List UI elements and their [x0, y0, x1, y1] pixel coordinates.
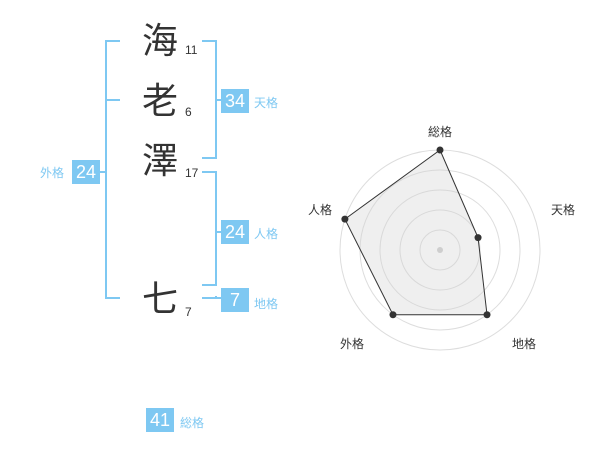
radar-label-chikaku: 地格: [512, 337, 537, 351]
radar-polygon: [344, 149, 488, 316]
jinkaku-bracket: [202, 171, 217, 286]
radar-label-tenkaku: 天格: [551, 203, 576, 217]
radar-label-jinkaku: 人格: [308, 203, 333, 217]
name-char-1: 海: [141, 21, 178, 62]
soukaku-label: 総格: [180, 416, 205, 430]
radar-label-soukaku: 総格: [428, 125, 453, 139]
stroke-count-4: 7: [185, 305, 192, 319]
soukaku-value: 41: [146, 408, 174, 432]
gaikaku-label: 外格: [40, 166, 65, 180]
radar-point-5: [341, 215, 349, 223]
name-char-3: 澤: [141, 141, 178, 182]
gaikaku-value: 24: [72, 160, 100, 184]
radar-label-gaikaku: 外格: [340, 337, 365, 351]
chikaku-label: 地格: [254, 297, 279, 311]
tenkaku-label: 天格: [254, 96, 279, 110]
radar-center-dot: [437, 247, 443, 253]
tenkaku-value: 34: [221, 89, 249, 113]
name-char-2: 老: [141, 81, 178, 122]
radar-point-1: [436, 146, 444, 154]
jinkaku-value: 24: [221, 220, 249, 244]
radar-point-2: [474, 234, 482, 242]
radar-point-4: [389, 311, 397, 319]
chikaku-value: 7: [221, 288, 249, 312]
stroke-count-1: 11: [185, 43, 198, 57]
name-char-4: 七: [141, 279, 178, 320]
radar-grid-circle: [379, 189, 501, 311]
gaikaku-bracket: [105, 40, 120, 299]
radar-point-3: [483, 311, 491, 319]
radar-grid-circle: [399, 209, 481, 291]
stroke-count-3: 17: [185, 166, 199, 180]
jinkaku-label: 人格: [254, 227, 279, 241]
radar-grid-circle: [419, 229, 461, 271]
stroke-count-2: 6: [185, 105, 192, 119]
